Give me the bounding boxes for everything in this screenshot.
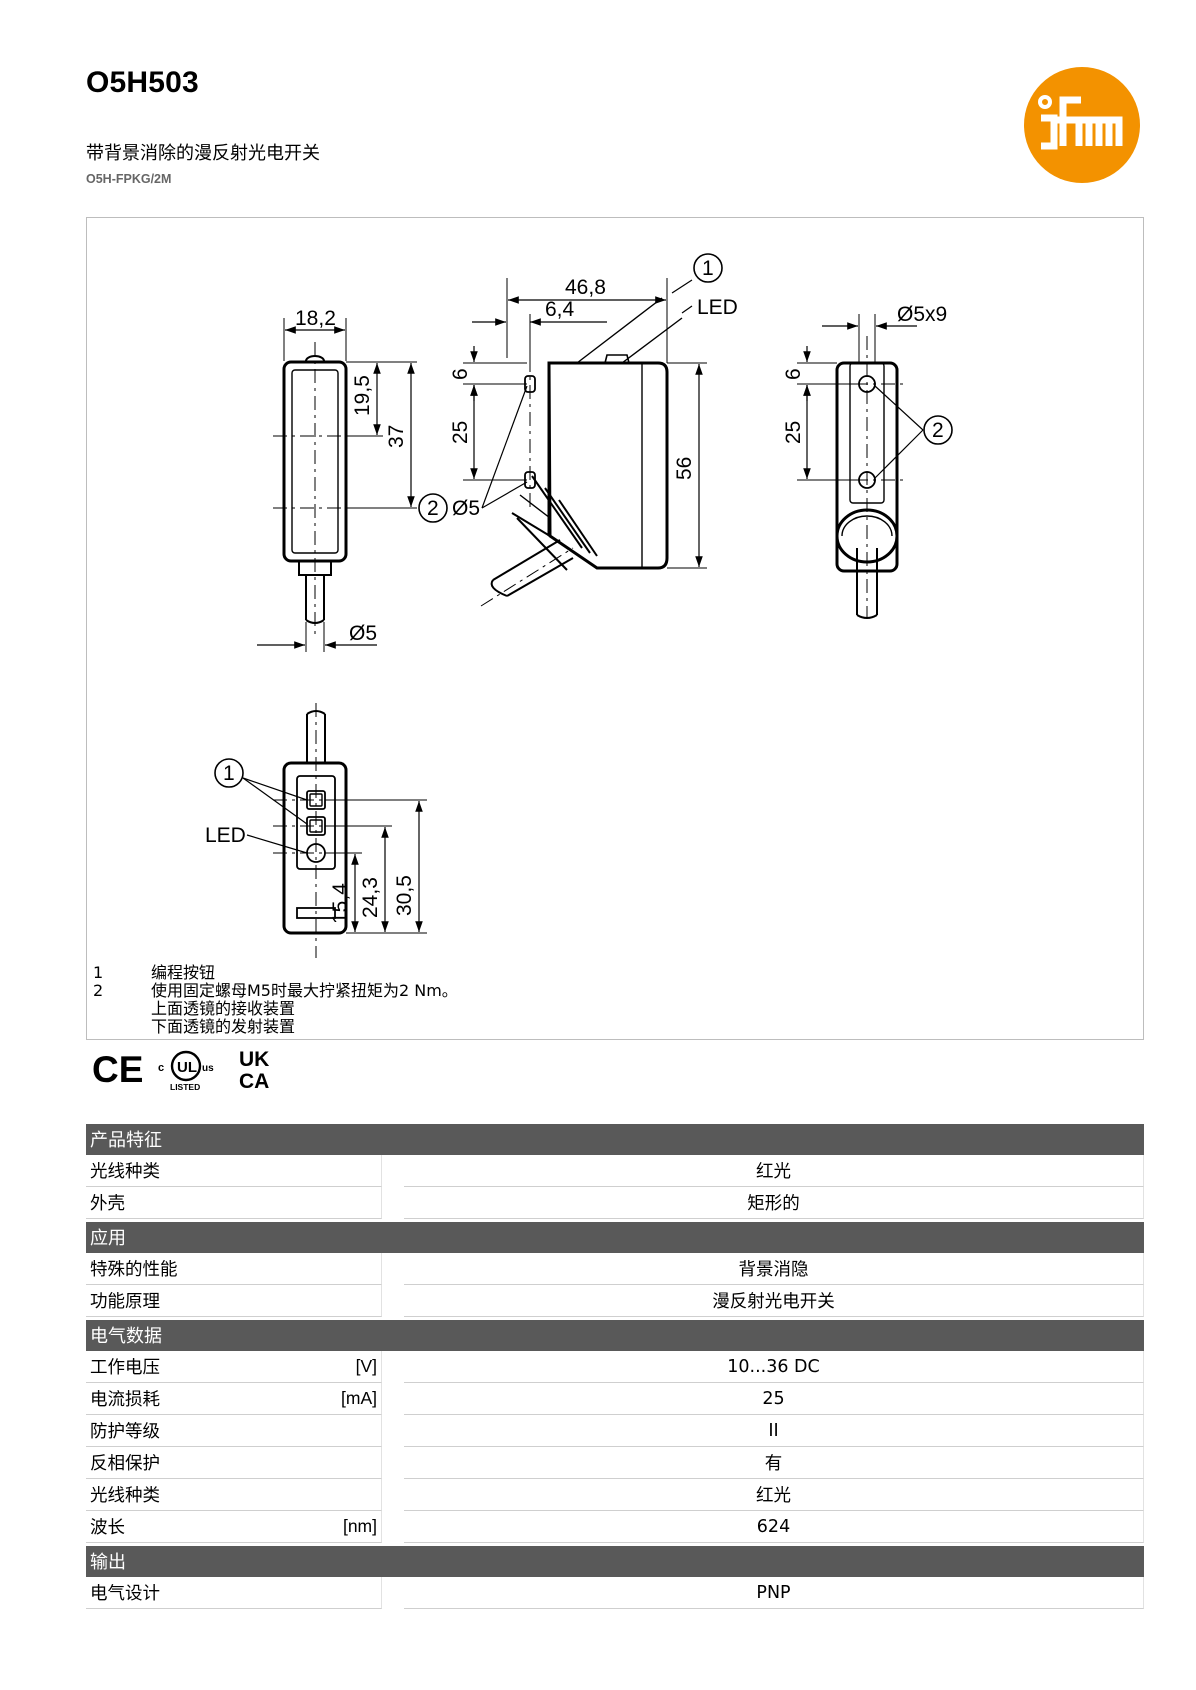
spec-label: 电流损耗 (90, 1390, 160, 1410)
spec-value: 矩形的 (404, 1187, 1144, 1219)
spec-label: 功能原理 (90, 1292, 160, 1312)
ce-mark-icon: CE (92, 1051, 142, 1087)
certification-marks: CE c UL us LISTED UK CA (92, 1046, 280, 1092)
svg-text:UK: UK (239, 1048, 269, 1071)
ifm-logo-icon (1024, 67, 1140, 183)
note-2-number: 2 (93, 981, 104, 1000)
technical-drawing-svg: 18,2 19,5 37 Ø5 (205, 253, 953, 958)
dim-37: 37 (385, 425, 408, 448)
spec-row: 电流损耗 [mA] 25 (86, 1383, 1144, 1415)
spec-label: 反相保护 (90, 1454, 160, 1474)
dimension-drawing: 18,2 19,5 37 Ø5 (86, 217, 1144, 1040)
dim-18-2: 18,2 (295, 307, 336, 330)
spec-section: 应用 特殊的性能 背景消隐 功能原理 漫反射光电开关 (86, 1222, 1144, 1317)
spec-section: 输出 电气设计 PNP (86, 1546, 1144, 1609)
spec-row: 波长 [nm] 624 (86, 1511, 1144, 1543)
spec-value: 有 (404, 1447, 1144, 1479)
spec-section: 电气数据 工作电压 [V] 10...36 DC 电流损耗 [mA] 25 防护等级… (86, 1320, 1144, 1543)
spec-label: 光线种类 (90, 1486, 160, 1506)
spec-row: 工作电压 [V] 10...36 DC (86, 1351, 1144, 1383)
dim-6-right: 6 (782, 368, 805, 380)
spec-unit: [nm] (342, 1516, 377, 1536)
spec-section: 产品特征 光线种类 红光 外壳 矩形的 (86, 1124, 1144, 1219)
dim-56: 56 (673, 457, 696, 480)
dim-6-mid: 6 (449, 368, 472, 380)
spec-value: 624 (404, 1511, 1144, 1543)
side-view (418, 253, 723, 607)
dim-6-4: 6,4 (545, 298, 575, 321)
spec-row: 特殊的性能 背景消隐 (86, 1253, 1144, 1285)
dim-24-3: 24,3 (359, 877, 382, 918)
dim-15-4: 15,4 (329, 883, 352, 924)
spec-value: 10...36 DC (404, 1351, 1144, 1383)
product-title: O5H503 (86, 66, 199, 99)
spec-value: 25 (404, 1383, 1144, 1415)
note-1-line: 编程按钮 (151, 963, 216, 982)
spec-row: 电气设计 PNP (86, 1577, 1144, 1609)
note-2-line: 上面透镜的接收装置 (151, 999, 296, 1018)
callout-2-right: 2 (932, 419, 944, 442)
spec-table: 产品特征 光线种类 红光 外壳 矩形的 应用 特殊的性能 背景消隐 功能原理 漫… (86, 1124, 1144, 1609)
dim-25-mid: 25 (449, 421, 472, 444)
section-header: 产品特征 (86, 1124, 1144, 1155)
spec-label: 外壳 (90, 1194, 125, 1214)
svg-text:CE: CE (92, 1051, 142, 1087)
spec-label: 电气设计 (90, 1584, 160, 1604)
spec-label: 防护等级 (90, 1422, 160, 1442)
spec-value: II (404, 1415, 1144, 1447)
svg-text:UL: UL (177, 1059, 197, 1076)
spec-row: 反相保护 有 (86, 1447, 1144, 1479)
product-code: O5H-FPKG/2M (86, 172, 172, 186)
section-header: 输出 (86, 1546, 1144, 1577)
note-2-line: 使用固定螺母M5时最大拧紧扭矩为2 Nm。 (151, 981, 458, 1000)
spec-value: 漫反射光电开关 (404, 1285, 1144, 1317)
callout-1-top: 1 (702, 257, 714, 280)
spec-label: 工作电压 (90, 1358, 160, 1378)
dim-19-5: 19,5 (351, 375, 374, 416)
note-2: 2 使用固定螺母M5时最大拧紧扭矩为2 Nm。 上面透镜的接收装置 下面透镜的发… (93, 982, 458, 1036)
callout-2-mid: 2 (427, 497, 439, 520)
dim-slot-5x9: Ø5x9 (897, 303, 947, 326)
spec-value: 红光 (404, 1479, 1144, 1511)
callout-1-bottom: 1 (223, 762, 235, 785)
dim-d5-side: Ø5 (349, 622, 377, 645)
led-label-bottom: LED (205, 824, 246, 847)
dim-d5-mid: Ø5 (452, 497, 480, 520)
svg-text:LISTED: LISTED (170, 1082, 200, 1092)
front-view (257, 318, 417, 652)
spec-row: 光线种类 红光 (86, 1155, 1144, 1187)
spec-label: 光线种类 (90, 1162, 160, 1182)
drawing-notes: 1 编程按钮 2 使用固定螺母M5时最大拧紧扭矩为2 Nm。 上面透镜的接收装置… (93, 964, 458, 1036)
spec-row: 光线种类 红光 (86, 1479, 1144, 1511)
spec-value: PNP (404, 1577, 1144, 1609)
section-header: 应用 (86, 1222, 1144, 1253)
ukca-mark-icon: UK CA (239, 1048, 269, 1091)
led-label-top: LED (697, 296, 738, 319)
spec-unit: [mA] (341, 1388, 377, 1408)
rear-view (797, 314, 953, 619)
note-1-number: 1 (93, 963, 104, 982)
top-view (214, 703, 427, 958)
spec-label: 特殊的性能 (90, 1260, 178, 1280)
dim-25-right: 25 (782, 421, 805, 444)
section-header: 电气数据 (86, 1320, 1144, 1351)
product-subtitle: 带背景消除的漫反射光电开关 (86, 143, 320, 164)
svg-text:CA: CA (239, 1070, 269, 1091)
svg-text:us: us (202, 1063, 214, 1074)
spec-label: 波长 (90, 1518, 125, 1538)
dim-46-8: 46,8 (565, 276, 606, 299)
spec-row: 外壳 矩形的 (86, 1187, 1144, 1219)
note-2-line: 下面透镜的发射装置 (151, 1017, 296, 1036)
dim-30-5: 30,5 (393, 875, 416, 916)
spec-value: 背景消隐 (404, 1253, 1144, 1285)
ul-listed-mark-icon: c UL us LISTED (158, 1050, 214, 1092)
spec-unit: [V] (355, 1356, 377, 1376)
svg-text:c: c (158, 1062, 164, 1074)
spec-value: 红光 (404, 1155, 1144, 1187)
spec-row: 功能原理 漫反射光电开关 (86, 1285, 1144, 1317)
spec-row: 防护等级 II (86, 1415, 1144, 1447)
note-1: 1 编程按钮 (93, 964, 458, 982)
